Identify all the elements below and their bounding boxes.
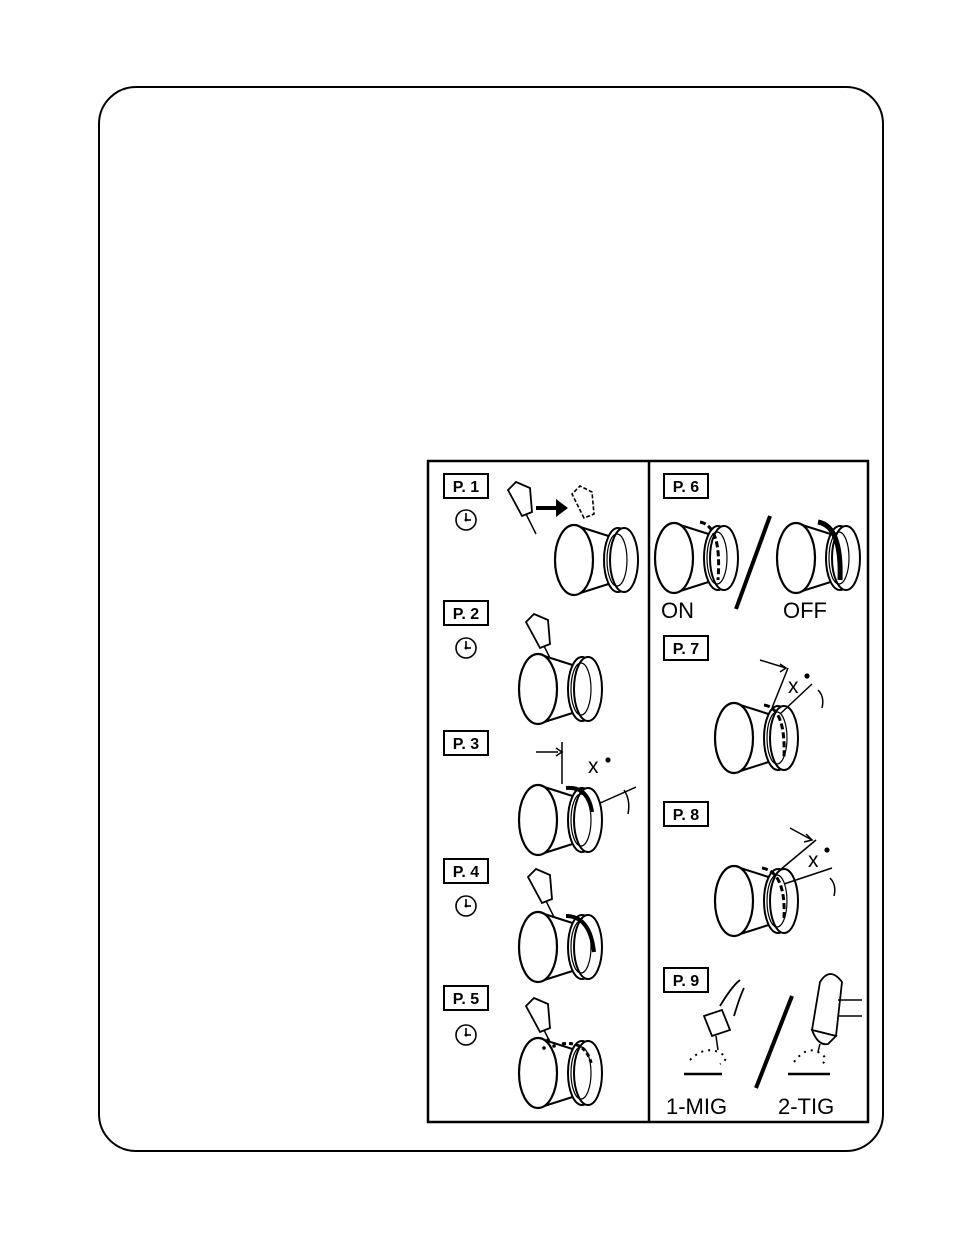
p8-label: P. 8 [673,807,700,824]
degree-mark [605,757,611,763]
tube-flange-icon [653,521,740,595]
p3-angle: x [588,755,599,778]
p1-label: P. 1 [453,479,480,496]
clock-icon [455,895,477,917]
tube-flange-icon [713,701,800,775]
tube-flange-icon [553,523,640,597]
p9-label-box [663,967,709,993]
p1-label-box [443,473,489,499]
p9-label: P. 9 [673,973,700,990]
degree-mark [804,673,810,679]
slash-divider [734,515,772,610]
step-p2: P. 2 [443,600,604,726]
torch-dashed-icon [571,485,595,520]
p8-angle: x [808,849,819,872]
p3-label-box [443,730,489,756]
degree-mark [824,847,830,853]
weld-bead [565,914,596,953]
weld-bead [565,785,594,813]
weld-bead-solid [817,519,843,581]
step-p9: P. 9 1-MIG 2-TIG [663,967,862,1119]
tube-flange-icon [517,910,604,984]
slash-divider [754,995,794,1089]
page-frame [98,86,884,1152]
step-p5: P. 5 [443,985,604,1110]
tube-flange-icon [517,1036,604,1110]
tube-flange-icon [713,864,800,938]
p3-label: P. 3 [453,736,480,753]
p7-label: P. 7 [673,641,700,658]
tube-flange-icon [775,521,862,595]
p9-mig: 1-MIG [666,1094,727,1119]
p7-angle: x [788,675,799,698]
weld-bead-dashed [763,703,786,759]
step-p6: P. 6 ON OFF [653,473,862,623]
tig-torch-icon [788,973,862,1076]
mig-torch-icon [684,979,745,1076]
arrow-right-icon [536,499,568,517]
step-p7: P. 7 x [663,635,824,775]
clock-icon [455,1024,477,1046]
clock-icon [455,637,477,659]
step-p1: P. 1 [443,473,640,597]
p6-off: OFF [783,598,827,623]
p6-label-box [663,473,709,499]
p2-label: P. 2 [453,606,480,623]
p6-on: ON [661,598,694,623]
p5-label: P. 5 [453,991,480,1008]
p7-label-box [663,635,709,661]
step-p4: P. 4 [443,858,604,984]
tube-flange-icon [517,783,604,857]
p9-tig: 2-TIG [778,1094,834,1119]
tube-flange-icon [517,652,604,726]
p4-label-box [443,858,489,884]
p4-label: P. 4 [453,864,480,881]
weld-bead [561,1041,594,1067]
p6-label: P. 6 [673,479,700,496]
torch-icon [507,481,537,535]
p2-label-box [443,600,489,626]
p8-label-box [663,801,709,827]
clock-icon [455,509,477,531]
p5-label-box [443,985,489,1011]
weld-bead-dashed [699,520,721,581]
step-p8: P. 8 x [663,801,836,938]
step-p3: P. 3 x [443,730,637,857]
weld-bead-dashed [761,866,786,919]
